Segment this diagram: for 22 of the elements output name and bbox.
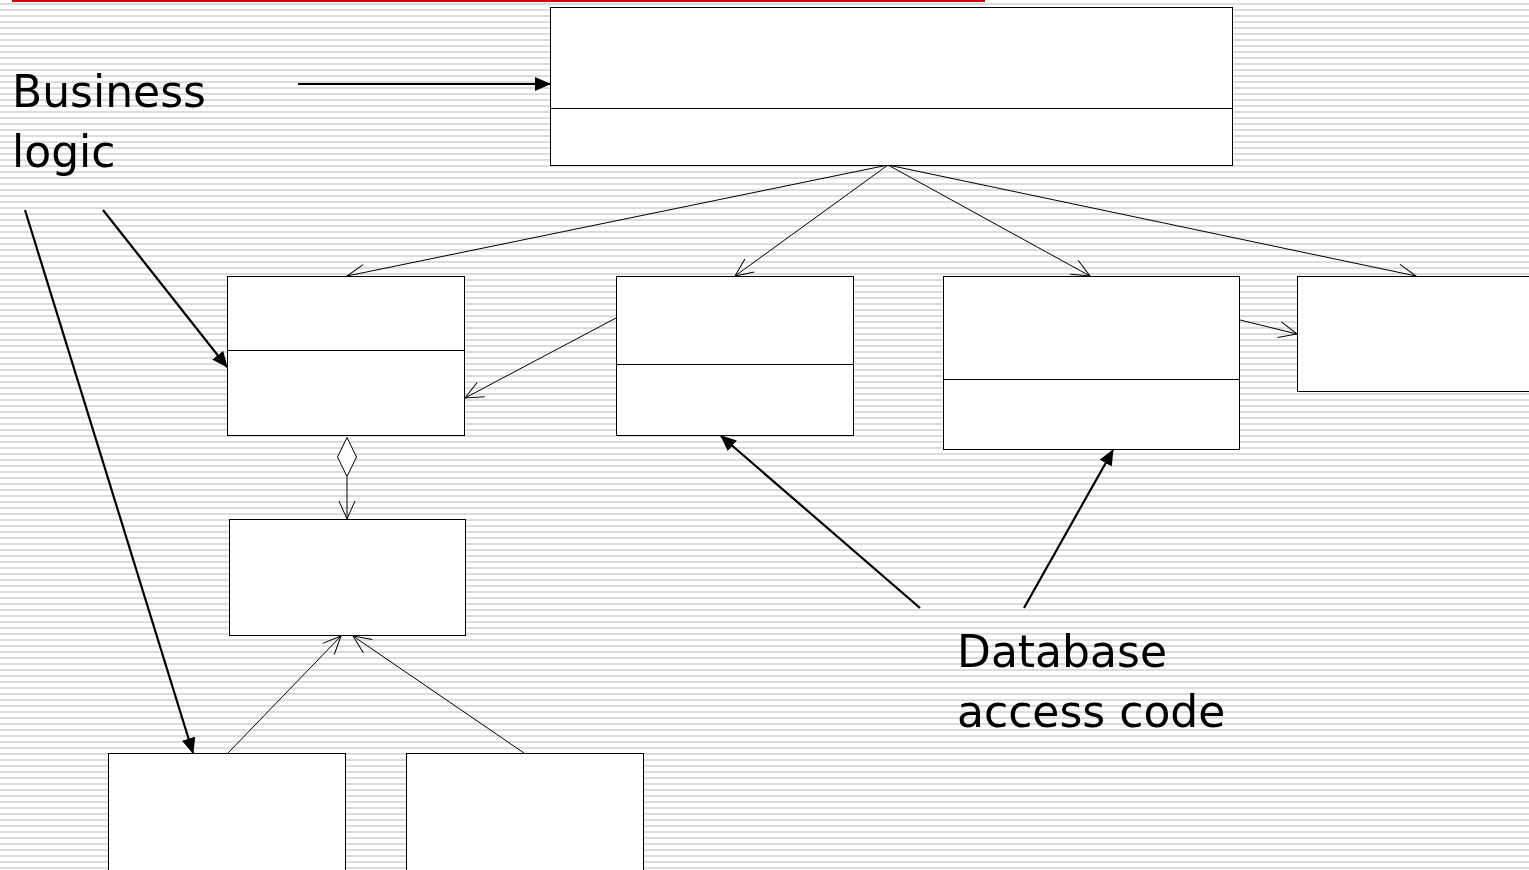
class-box xyxy=(943,276,1240,450)
class-box xyxy=(616,276,854,436)
association-arrow xyxy=(464,317,617,399)
class-box xyxy=(550,7,1233,166)
pointer-arrow xyxy=(298,77,551,91)
class-box xyxy=(227,276,465,436)
pointer-arrow xyxy=(102,209,228,368)
pointer-arrow xyxy=(1023,449,1114,609)
association-arrow xyxy=(227,635,342,754)
pointer-arrow xyxy=(720,435,921,609)
aggregation-diamond xyxy=(337,437,357,477)
association-arrow xyxy=(338,476,356,520)
class-box xyxy=(229,519,466,636)
association-arrow xyxy=(734,164,889,277)
annotation-text: Database access code xyxy=(957,625,1227,739)
association-arrow xyxy=(1239,319,1298,338)
annotation-text: Business logic xyxy=(12,65,208,179)
class-box xyxy=(406,753,644,870)
class-box xyxy=(108,753,346,870)
association-arrow xyxy=(352,635,525,754)
class-box xyxy=(1297,276,1529,392)
pointer-arrow xyxy=(23,209,196,754)
